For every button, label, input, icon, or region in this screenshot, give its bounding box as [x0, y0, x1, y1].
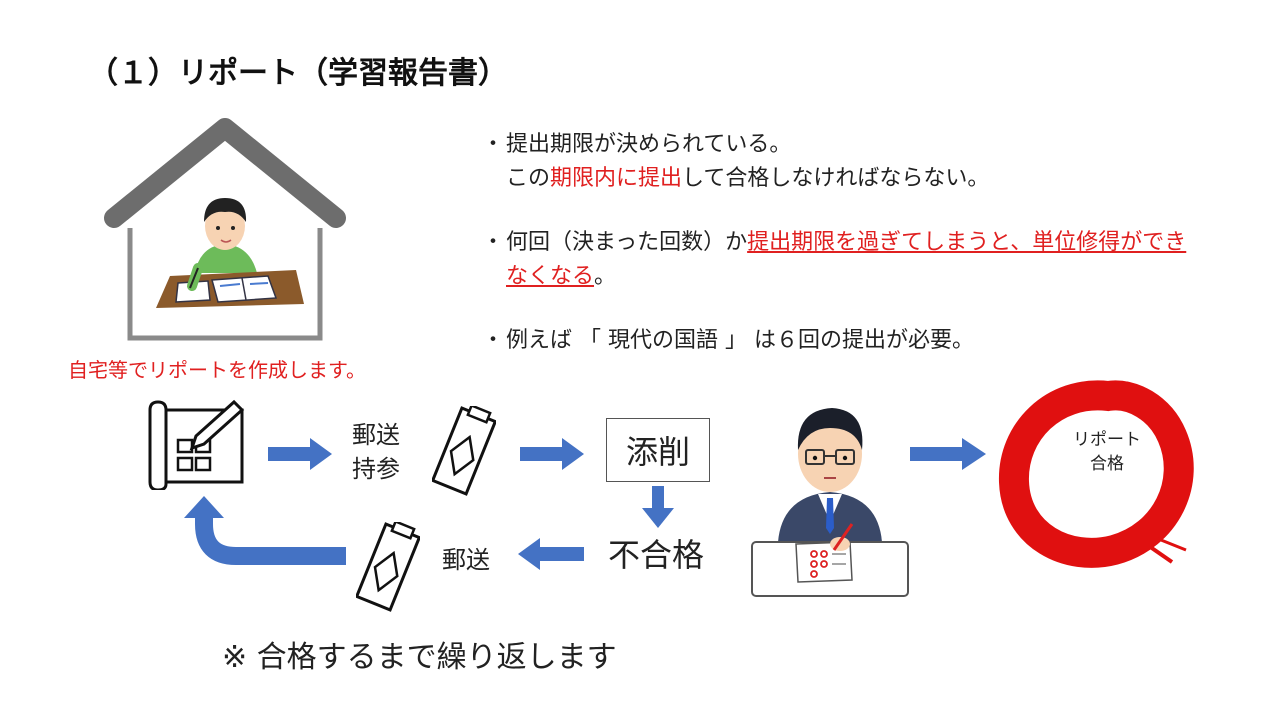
return-arrow-icon — [184, 496, 346, 565]
bullet-2-text: 何回（決まった回数）か提出期限を過ぎてしまうと、単位修得ができなくなる。 — [506, 226, 1200, 294]
fail-label: 不合格 — [608, 536, 705, 574]
bullet-list: ・ 提出期限が決められている。 この期限内に提出して合格しなければならない。 ・… — [480, 128, 1200, 388]
bullet-1-line2-post: して合格しなければならない。 — [682, 166, 990, 191]
bullet-2-post: 。 — [594, 264, 617, 289]
teacher-illustration — [751, 408, 909, 597]
teacher-icon — [751, 408, 909, 597]
bullet-1-line1: 提出期限が決められている。 — [506, 132, 792, 157]
arrow-left-icon — [518, 538, 584, 570]
bullet-deadline: ・ 提出期限が決められている。 この期限内に提出して合格しなければならない。 — [480, 128, 1200, 196]
page-title: （１）リポート（学習報告書） — [88, 56, 508, 91]
send-label: 郵送 — [352, 421, 400, 449]
envelope-icon — [432, 406, 496, 496]
return-send-label: 郵送 — [442, 546, 490, 574]
pass-label: リポート 合格 — [1062, 428, 1152, 476]
house-caption: 自宅等でリポートを作成します。 — [68, 358, 366, 382]
bullet-3-text: 例えば 「 現代の国語 」 は６回の提出が必要。 — [506, 328, 974, 353]
bullet-dot: ・ — [482, 132, 505, 157]
pass-label-line1: リポート — [1073, 430, 1141, 450]
report-sheet-icon — [148, 399, 245, 490]
repeat-note: ※ 合格するまで繰り返します — [222, 640, 617, 675]
arrow-right-icon — [520, 438, 584, 470]
arrow-right-icon — [268, 438, 332, 470]
bullet-example: ・ 例えば 「 現代の国語 」 は６回の提出が必要。 — [480, 324, 1200, 358]
bullet-2-highlight: 提出期限を過ぎてしまうと、単位修得ができなくなる — [506, 230, 1187, 289]
bullet-2-pre: 何回（決まった回数）か — [506, 230, 748, 255]
house-icon — [104, 118, 346, 341]
bullet-dot: ・ — [482, 230, 505, 255]
pass-label-line2: 合格 — [1090, 454, 1124, 474]
bullet-late-penalty: ・ 何回（決まった回数）か提出期限を過ぎてしまうと、単位修得ができなくなる。 — [480, 226, 1200, 294]
arrow-right-icon — [910, 438, 986, 470]
student-icon — [156, 198, 304, 308]
bullet-1-highlight: 期限内に提出 — [550, 166, 683, 191]
pass-enso-stamp — [998, 380, 1194, 568]
bullet-1-line2-pre: この — [506, 166, 551, 191]
house-student-illustration — [104, 118, 346, 341]
correction-box: 添削 — [606, 418, 710, 482]
send-bring-label: 郵送 持参 — [352, 418, 400, 486]
bullet-1-line2: この期限内に提出して合格しなければならない。 — [506, 162, 1200, 196]
correction-label: 添削 — [625, 433, 690, 471]
envelope-icon — [356, 522, 420, 612]
bring-label: 持参 — [352, 455, 400, 483]
bullet-dot: ・ — [482, 328, 505, 353]
arrow-down-icon — [642, 486, 674, 528]
